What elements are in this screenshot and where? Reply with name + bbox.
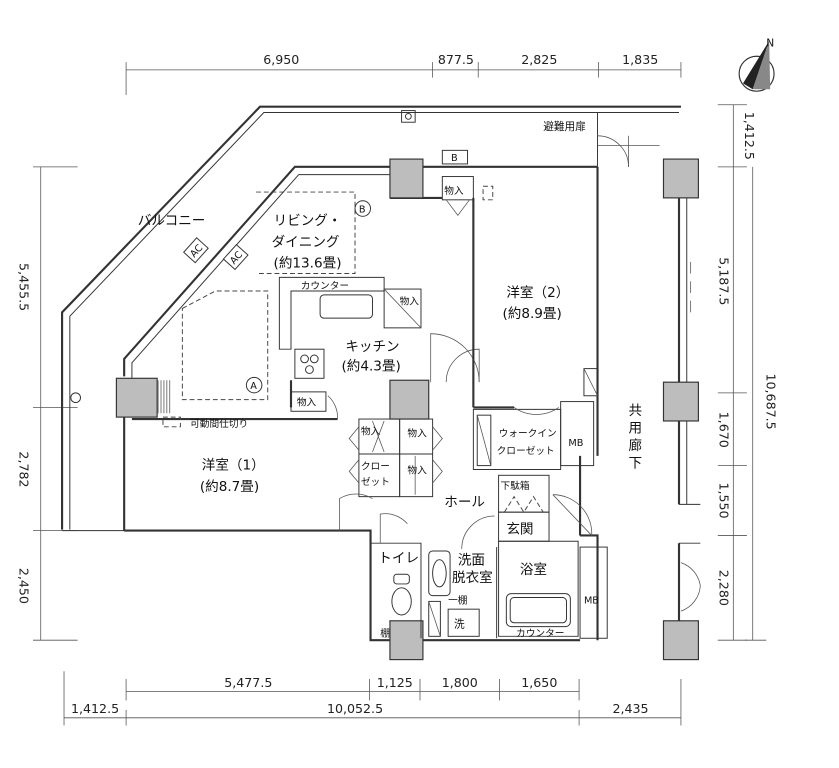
dim-top-4: 1,835: [622, 52, 658, 67]
dim-right-5: 2,280: [717, 570, 732, 606]
storage-label: 物入: [297, 395, 317, 408]
dim-right-1: 1,412.5: [742, 112, 757, 160]
ldk-area: (約13.6畳): [274, 256, 342, 272]
bath-label: 浴室: [520, 561, 547, 578]
movable-partition: [162, 416, 181, 428]
column: [389, 379, 430, 420]
dim-right-outer: 10,687.5: [763, 374, 778, 430]
washroom-shelf: 一棚: [448, 593, 467, 606]
kitchen-area: (約4.3畳): [341, 359, 400, 375]
bath-counter-label: カウンター: [516, 627, 564, 639]
dim-bottom1-1: 5,477.5: [224, 675, 272, 690]
corridor-label: 共用廊下: [629, 403, 643, 471]
dim-bottom2-2: 10,052.5: [327, 701, 383, 716]
western1-area: (約8.7畳): [200, 479, 259, 495]
dim-bottom1-4: 1,650: [521, 675, 557, 690]
ldk-name-1: リビング・: [274, 213, 342, 229]
counter-top-label: カウンター: [301, 280, 349, 292]
column: [115, 377, 158, 418]
column: [662, 620, 699, 661]
cooktop-icon: [294, 348, 325, 379]
storage-top: [441, 176, 474, 201]
walkin-line2: クローゼット: [497, 445, 555, 457]
compass-icon: N: [738, 37, 775, 92]
storage-label: 物入: [400, 295, 420, 308]
bathtub: [505, 593, 571, 628]
compass-north: N: [766, 37, 774, 50]
dim-left-2: 2,782: [16, 451, 31, 487]
hall-label: ホール: [444, 494, 485, 510]
dim-bottom2-3: 2,435: [612, 701, 648, 716]
dim-right-3: 1,670: [717, 412, 732, 448]
storage-box: [290, 391, 327, 412]
toilet-shelf: 棚: [380, 626, 390, 639]
column: [662, 381, 699, 422]
ac-unit-1: AC: [182, 237, 209, 264]
mb-box-lower: [579, 546, 608, 639]
dim-top-1: 6,950: [263, 52, 299, 67]
column: [389, 158, 424, 199]
svg-text:物入: 物入: [407, 427, 427, 440]
washer: [447, 608, 480, 637]
washroom-line2: 脱衣室: [452, 569, 493, 586]
washer-label: 洗: [454, 618, 465, 631]
column: [662, 158, 699, 199]
dimension-lines: [32, 62, 767, 726]
walkin-line1: ウォークイン: [499, 427, 557, 439]
dim-top-2: 877.5: [438, 52, 474, 67]
western1-name: 洋室（1）: [202, 456, 265, 473]
svg-text:物入: 物入: [361, 425, 381, 438]
storage-box: [383, 288, 422, 329]
ac-unit-2: AC: [222, 243, 249, 271]
dim-bottom1-3: 1,800: [442, 675, 478, 690]
dim-top-3: 2,825: [521, 52, 557, 67]
column: [389, 620, 424, 661]
hatch-strip: [157, 380, 171, 414]
kitchen-name: キッチン: [345, 339, 399, 355]
western2-area: (約8.9畳): [502, 306, 561, 322]
kitchen-sink: [319, 294, 373, 319]
washroom-line1: 洗面: [458, 553, 485, 569]
toilet-label: トイレ: [378, 551, 419, 567]
marker-a: A: [250, 381, 257, 392]
box-b-label: B: [451, 153, 458, 164]
ldk-name-2: ダイニング: [272, 234, 340, 250]
toilet-icon: [391, 573, 412, 616]
closet-block: 物入 物入 クロー ゼット 物入: [358, 418, 434, 498]
mb-label: MB: [568, 438, 583, 449]
mb-box: [560, 401, 595, 467]
storage-box: [583, 368, 599, 397]
balcony-label: バルコニー: [138, 213, 206, 229]
dim-left-3: 2,450: [16, 568, 31, 604]
svg-text:共用廊下: 共用廊下: [629, 403, 643, 471]
dim-right-2: 5,187.5: [717, 257, 732, 305]
box-b: [441, 149, 469, 165]
shoe-box-label: 下駄箱: [501, 479, 530, 492]
mb-label-lower: MB: [584, 595, 599, 606]
entrance-label: 玄関: [506, 521, 533, 538]
evacuation-door-label: 避難用扉: [543, 120, 586, 133]
dim-right-4: 1,550: [717, 482, 732, 518]
vanity: [428, 550, 451, 597]
storage-label: 物入: [444, 184, 464, 197]
dim-bottom1-2: 1,125: [377, 675, 413, 690]
dim-left-1: 5,455.5: [16, 263, 31, 311]
svg-text:物入: 物入: [407, 463, 427, 476]
western2-name: 洋室（2）: [506, 284, 569, 301]
movable-partition-label: 可動間仕切り: [190, 417, 248, 430]
marker-b: B: [359, 204, 366, 215]
svg-text:ゼット: ゼット: [361, 476, 390, 488]
dim-bottom2-1: 1,412.5: [71, 701, 119, 716]
svg-text:クロー: クロー: [361, 460, 390, 472]
